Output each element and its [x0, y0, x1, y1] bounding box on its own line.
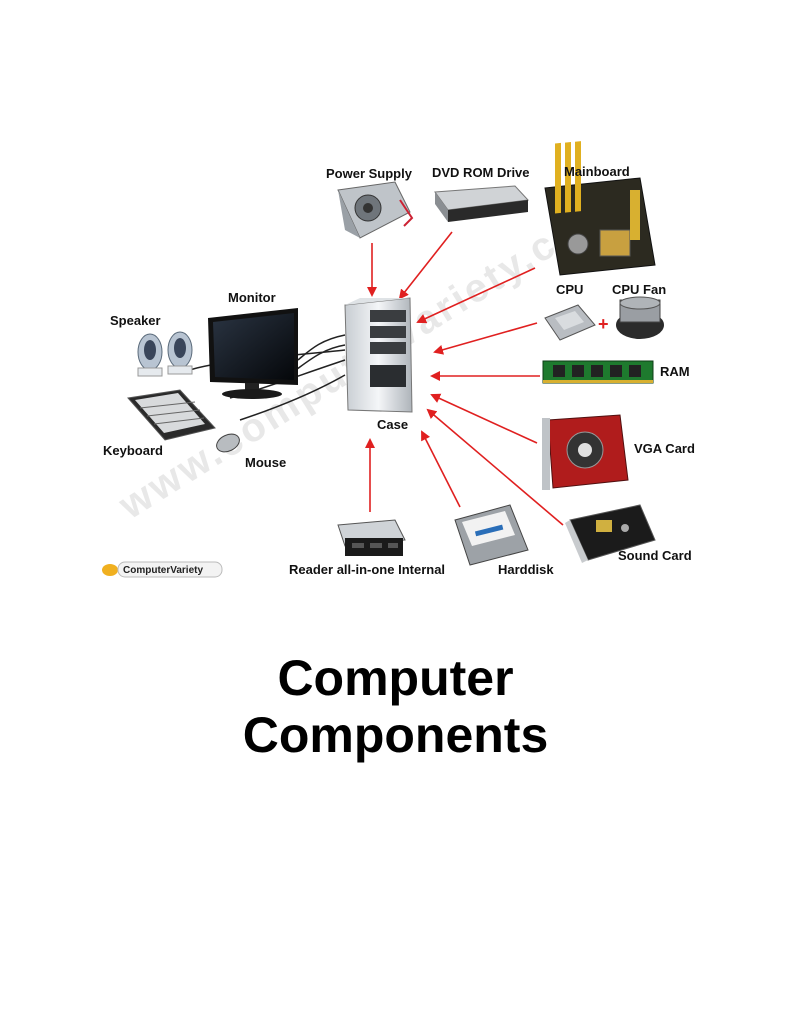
page-title: Computer Components	[0, 650, 791, 764]
vga-card-image	[542, 414, 629, 490]
logo-text: ComputerVariety	[123, 565, 203, 576]
sound-card-image	[565, 504, 656, 563]
arrow-sound-card	[426, 408, 564, 526]
label-keyboard: Keyboard	[103, 443, 163, 458]
computer-case-image	[344, 297, 413, 413]
connection-arrows	[365, 231, 564, 526]
label-harddisk: Harddisk	[498, 562, 554, 577]
plus-sign: +	[598, 314, 609, 334]
label-ram: RAM	[660, 364, 690, 379]
keyboard-image	[127, 389, 216, 441]
power-supply-image	[337, 181, 414, 239]
label-mouse: Mouse	[245, 455, 286, 470]
dvd-rom-image	[434, 185, 530, 222]
ram-image	[542, 360, 654, 384]
label-speaker: Speaker	[110, 313, 161, 328]
components-diagram: www.computervariety.com	[102, 141, 695, 578]
harddisk-image	[454, 504, 529, 566]
label-power-supply: Power Supply	[326, 166, 413, 181]
arrow-vga	[430, 393, 538, 444]
computervariety-logo: ComputerVariety	[102, 561, 223, 578]
label-mainboard: Mainboard	[564, 164, 630, 179]
mouse-image	[216, 433, 240, 453]
label-cpu-fan: CPU Fan	[612, 282, 666, 297]
cpu-fan-image	[616, 296, 664, 339]
title-line-1: Computer	[277, 650, 514, 706]
arrow-dvd-rom	[398, 231, 453, 300]
label-card-reader: Reader all-in-one Internal	[289, 562, 445, 577]
card-reader-image	[337, 519, 406, 556]
arrow-cpu	[433, 322, 538, 355]
label-vga-card: VGA Card	[634, 441, 695, 456]
mainboard-image	[544, 141, 656, 276]
arrow-mainboard	[416, 267, 536, 324]
title-line-2: Components	[242, 707, 549, 763]
label-cpu: CPU	[556, 282, 583, 297]
speakers-image	[137, 331, 193, 377]
label-sound-card: Sound Card	[618, 548, 692, 563]
cpu-image	[544, 304, 596, 341]
label-dvd-rom: DVD ROM Drive	[432, 165, 530, 180]
arrow-harddisk	[421, 430, 461, 508]
monitor-image	[208, 308, 298, 399]
label-monitor: Monitor	[228, 290, 276, 305]
label-case: Case	[377, 417, 408, 432]
